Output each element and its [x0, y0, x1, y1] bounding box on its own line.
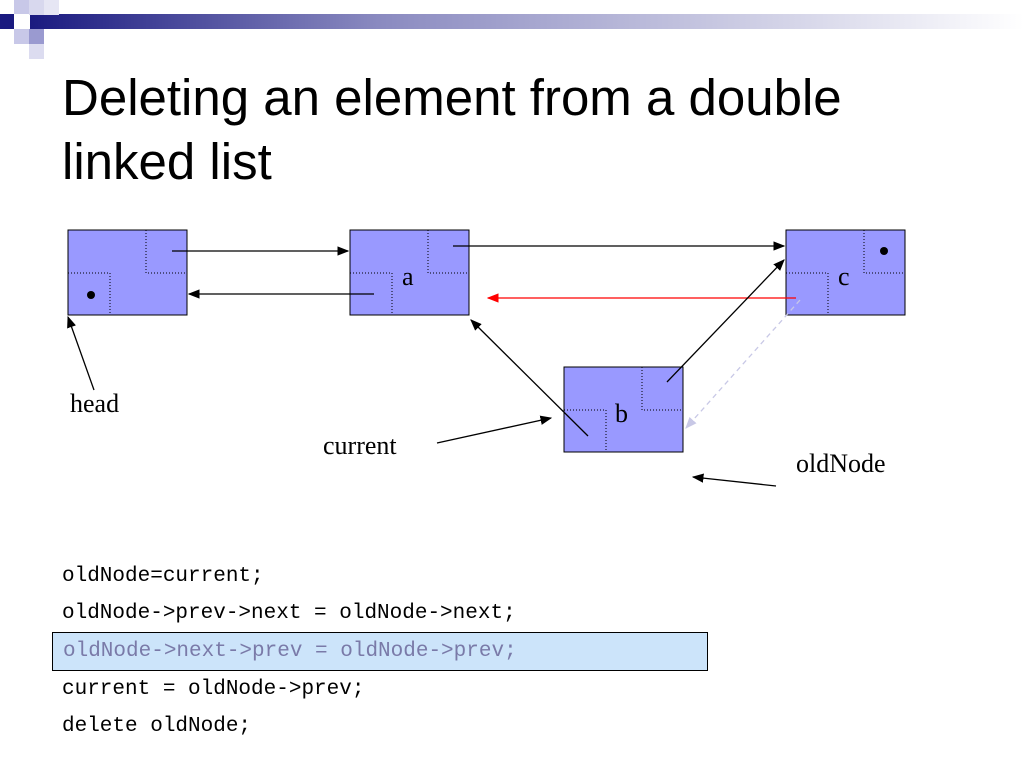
code-line-5: delete oldNode;: [62, 715, 252, 738]
arrow-current-label-pointer: [436, 415, 553, 444]
slide-title: Deleting an element from a double linked…: [62, 66, 982, 194]
head-label: head: [70, 389, 119, 418]
node-head-next-field: [145, 230, 187, 274]
code-line-3-highlighted: oldNode->next->prev = oldNode->prev;: [52, 632, 708, 671]
header-square-1: [14, 0, 29, 15]
slide-title-line-2: linked list: [62, 133, 272, 190]
slide-title-line-1: Deleting an element from a double: [62, 69, 842, 126]
node-head-prev-field: [68, 272, 111, 315]
node-a-label: a: [402, 262, 414, 291]
node-a-prev-field: [350, 272, 393, 315]
node-b-box: [563, 366, 684, 453]
node-head: [67, 229, 188, 316]
node-c-prev-field: [786, 272, 829, 315]
node-b-prev-field: [564, 409, 607, 452]
slide-header-decoration: [0, 0, 1024, 59]
arrow-oldnode-label-pointer: [691, 473, 777, 487]
code-line-4: current = oldNode->prev;: [62, 678, 365, 701]
arrow-b-prev-to-a: [470, 319, 589, 437]
node-a-box: [349, 229, 470, 316]
header-square-8: [29, 44, 44, 59]
code-block: oldNode=current; oldNode->prev->next = o…: [52, 558, 712, 745]
code-line-2: oldNode->prev->next = oldNode->next;: [62, 602, 516, 625]
header-square-6: [14, 29, 29, 44]
node-head-box: [67, 229, 188, 316]
node-b: b: [563, 366, 684, 453]
arrow-head-label-pointer: [67, 315, 95, 391]
arrow-b-next-to-c: [666, 259, 785, 383]
node-b-label: b: [615, 399, 628, 428]
header-square-4: [29, 0, 44, 15]
header-square-5: [44, 0, 59, 15]
oldnode-label: oldNode: [796, 449, 886, 478]
node-c-label: c: [838, 262, 850, 291]
header-gradient-bar: [30, 14, 1024, 29]
header-square-2: [0, 14, 15, 29]
node-c-null-dot: [880, 247, 888, 255]
header-square-3: [14, 14, 29, 29]
header-square-7: [29, 29, 44, 44]
node-a-next-field: [427, 230, 469, 274]
node-c: c: [785, 229, 906, 316]
node-head-null-dot: [87, 291, 95, 299]
node-a: a: [349, 229, 470, 316]
node-c-box: [785, 229, 906, 316]
arrow-c-prev-to-b-old: [685, 299, 801, 429]
node-c-next-field: [863, 230, 905, 274]
node-b-next-field: [641, 367, 683, 411]
code-line-1: oldNode=current;: [62, 565, 264, 588]
current-label: current: [323, 431, 397, 460]
